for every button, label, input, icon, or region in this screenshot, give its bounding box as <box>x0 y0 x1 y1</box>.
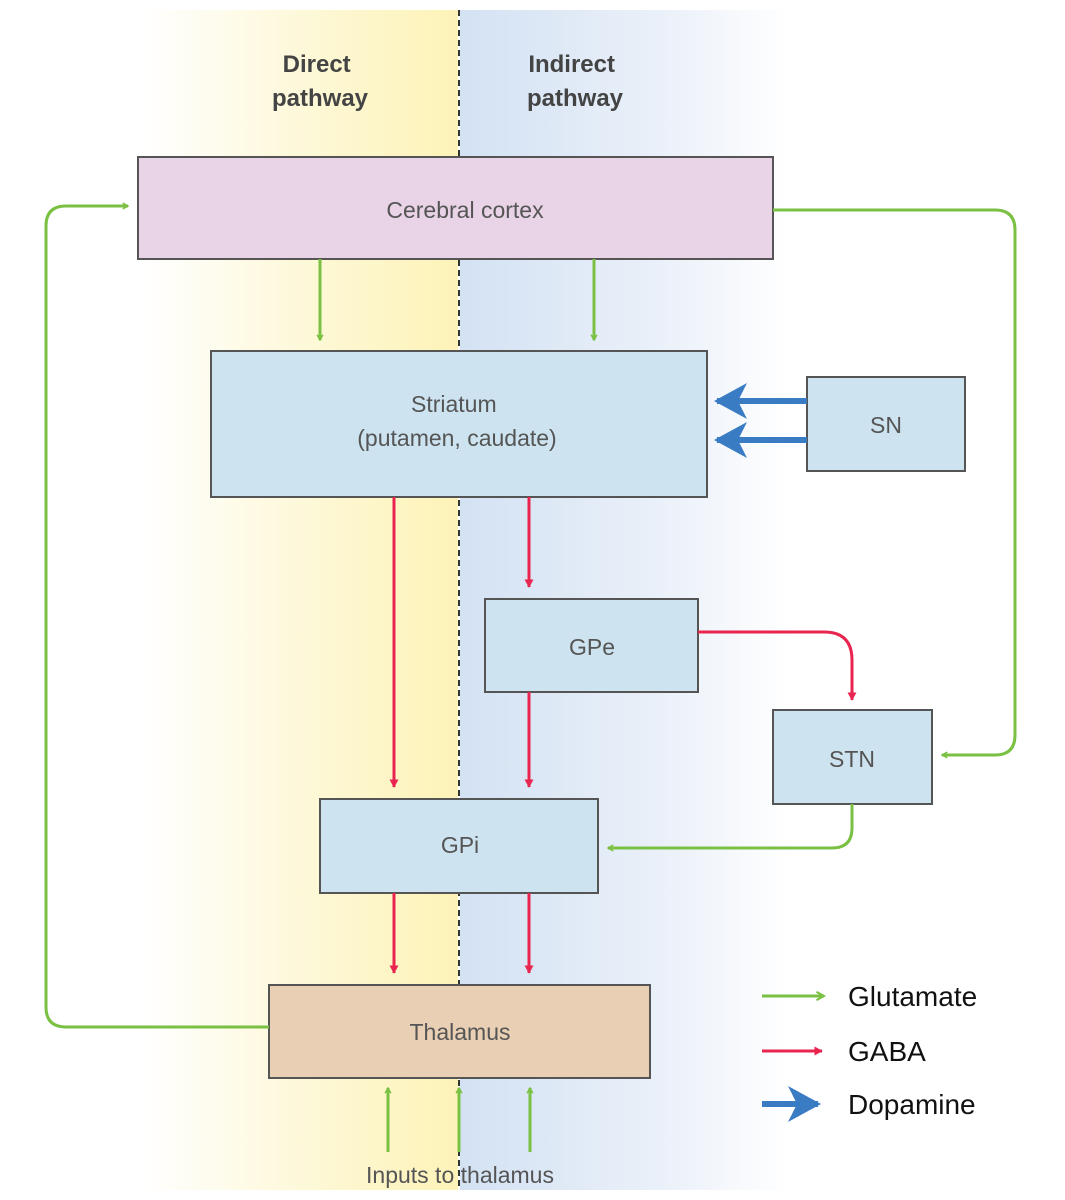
thalamus-inputs-caption: Inputs to thalamus <box>366 1162 554 1188</box>
stn-to-gpi-arrow <box>608 804 854 848</box>
svg-text:GPe: GPe <box>569 634 615 660</box>
legend-item-dopamine: Dopamine <box>762 1086 976 1122</box>
svg-text:Glutamate: Glutamate <box>848 981 977 1012</box>
legend-item-glutamate: Glutamate <box>762 981 977 1012</box>
legend: Glutamate GABA Dopamine <box>762 981 977 1122</box>
svg-text:SN: SN <box>870 412 902 438</box>
direct-pathway-heading: Direct pathway <box>272 51 369 112</box>
cerebral-cortex-box: Cerebral cortex <box>137 156 774 260</box>
legend-item-gaba: GABA <box>762 1036 926 1067</box>
svg-text:Striatum (putamen, cauda: Striatum (putamen, caudate) <box>357 391 556 451</box>
thalamus-box: Thalamus <box>268 984 651 1079</box>
gpe-to-stn-arrow <box>698 630 857 701</box>
svg-text:STN: STN <box>829 746 875 772</box>
cortex-to-stn-arrow <box>773 208 1017 755</box>
svg-text:Dopamine: Dopamine <box>848 1089 976 1120</box>
sn-box: SN <box>806 376 966 472</box>
svg-text:Cerebral cortex: Cerebral cortex <box>386 197 544 223</box>
indirect-pathway-heading: Indirect pathway <box>527 51 624 112</box>
gpi-box: GPi <box>319 798 599 894</box>
stn-box: STN <box>772 709 933 805</box>
striatum-box: Striatum (putamen, caudate) <box>210 350 708 498</box>
svg-text:GPi: GPi <box>441 832 479 858</box>
svg-text:GABA: GABA <box>848 1036 926 1067</box>
gpe-box: GPe <box>484 598 699 693</box>
svg-text:Thalamus: Thalamus <box>410 1019 511 1045</box>
thalamus-to-cortex-arrow <box>44 206 269 1029</box>
